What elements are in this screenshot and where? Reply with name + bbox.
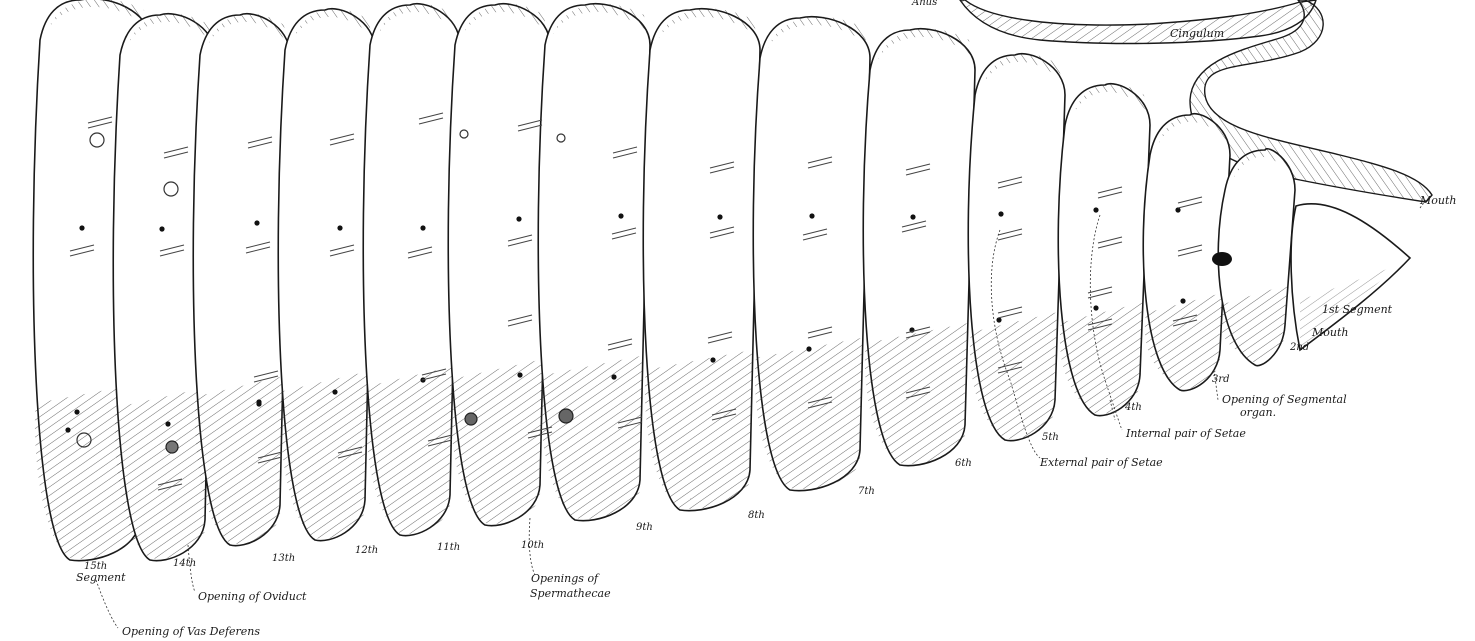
seta-dot — [332, 389, 337, 394]
segment-shading — [450, 359, 542, 523]
seg13-label: 13th — [272, 553, 295, 564]
oviduct-label: Opening of Oviduct — [198, 590, 307, 603]
seg7-label: 7th — [858, 486, 875, 497]
seta-dot — [618, 213, 623, 218]
segment-shading — [365, 367, 452, 534]
seg9-label: 9th — [636, 522, 653, 533]
seg15-label-word: Segment — [76, 571, 126, 584]
seta-dot — [1175, 207, 1180, 212]
seta-dot — [65, 427, 70, 432]
seta-dot — [517, 372, 522, 377]
seg4-label: 4th — [1124, 402, 1142, 413]
seg1-label: 1st Segment — [1322, 303, 1393, 316]
oviduct-pore — [166, 441, 178, 453]
segment-shading — [540, 356, 642, 519]
seta-dot — [1093, 207, 1098, 212]
mouth-side-label: Mouth — [1311, 326, 1348, 339]
segmental-organ-label-2: organ. — [1240, 406, 1276, 419]
seta-dot — [806, 346, 811, 351]
spermatheca-pore — [465, 413, 477, 425]
seta-dot — [337, 225, 342, 230]
vas-deferens-label: Opening of Vas Deferens — [122, 625, 260, 638]
seta-dot — [74, 409, 79, 414]
segment-shading — [970, 312, 1057, 439]
segment-shading — [280, 372, 367, 539]
segment-shading — [865, 323, 967, 464]
segment-shading — [645, 350, 752, 509]
seta-dot — [254, 220, 259, 225]
spermatheca-pore — [559, 409, 573, 423]
seta-dot — [516, 216, 521, 221]
seta-dot — [79, 225, 84, 230]
seg11-label: 11th — [437, 542, 460, 553]
worm-segments — [33, 0, 1295, 561]
anus-label: Anus — [911, 0, 937, 8]
segmental-organ-label-1: Opening of Segmental — [1222, 393, 1347, 406]
seta-dot — [165, 421, 170, 426]
seg8-label: 8th — [748, 510, 765, 521]
seta-dot — [256, 401, 261, 406]
seg12-label: 12th — [355, 545, 378, 556]
seta-dot — [1093, 305, 1098, 310]
seta-dot — [710, 357, 715, 362]
cingulum-label: Cingulum — [1170, 27, 1224, 40]
seg2-label: 2nd — [1289, 342, 1309, 353]
seg10-label: 10th — [521, 540, 544, 551]
seta-dot — [611, 374, 616, 379]
seta-dot — [910, 214, 915, 219]
seg3-label: 3rd — [1212, 374, 1230, 385]
seta-dot — [998, 211, 1003, 216]
seta-dot — [809, 213, 814, 218]
seta-dot — [420, 225, 425, 230]
spermathecae-label-2: Spermathecae — [530, 587, 611, 600]
seg6-label: 6th — [955, 458, 972, 469]
prostomium — [1291, 204, 1410, 350]
mouth-top-label: Mouth — [1419, 194, 1456, 207]
seta-dot — [159, 226, 164, 231]
seg14-label: 14th — [173, 558, 196, 569]
seta-dot — [1180, 298, 1185, 303]
internal-setae-label: Internal pair of Setae — [1125, 427, 1246, 440]
inset-anterior-body — [960, 0, 1316, 43]
spermathecae-label-1: Openings of — [531, 572, 600, 585]
segmental-organ-pore — [1212, 252, 1232, 266]
external-setae-label: External pair of Setae — [1039, 456, 1163, 469]
seta-dot — [717, 214, 722, 219]
seg5-label: 5th — [1042, 432, 1059, 443]
segment-shading — [755, 338, 862, 489]
